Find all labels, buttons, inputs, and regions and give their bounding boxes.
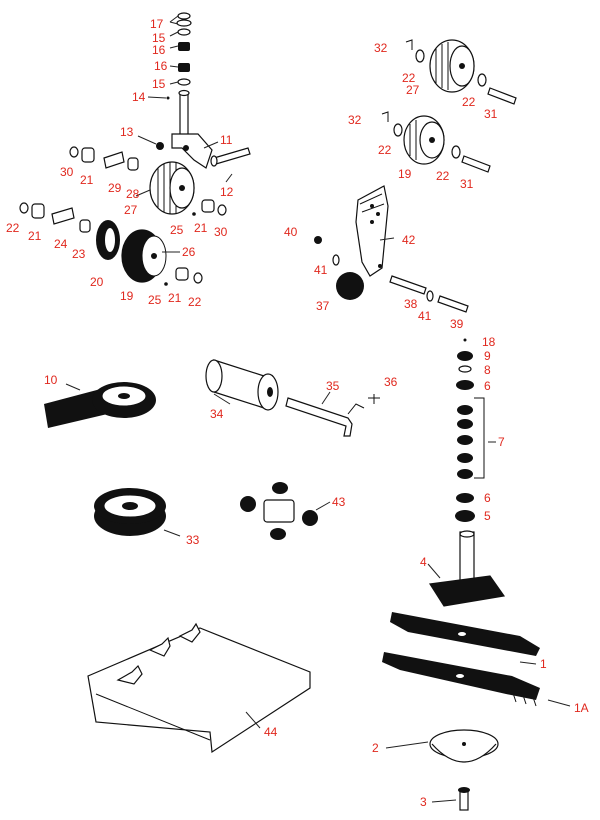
callout-20: 20 <box>90 275 104 289</box>
callout-21: 21 <box>194 221 208 235</box>
callout-21: 21 <box>168 291 182 305</box>
callout-14: 14 <box>132 90 146 104</box>
callout-27: 27 <box>124 203 138 217</box>
callout-16: 16 <box>152 43 166 57</box>
callout-27: 27 <box>406 83 420 97</box>
callout-23: 23 <box>72 247 86 261</box>
callout-8: 8 <box>484 363 491 377</box>
drive-pulley <box>94 488 166 536</box>
callout-32: 32 <box>348 113 362 127</box>
callout-35: 35 <box>326 379 340 393</box>
blade-cup-and-bolt <box>429 729 499 811</box>
callout-36: 36 <box>384 375 398 389</box>
callout-41: 41 <box>314 263 328 277</box>
callout-19: 19 <box>398 167 412 181</box>
callout-31: 31 <box>484 107 498 121</box>
callout-42: 42 <box>402 233 416 247</box>
blade-assembly <box>382 612 540 707</box>
callout-2: 2 <box>372 741 379 755</box>
callout-10: 10 <box>44 373 58 387</box>
callout-3: 3 <box>420 795 427 809</box>
callout-labels: 17 15 16 16 15 14 13 11 30 21 29 28 27 1… <box>6 17 589 809</box>
callout-30: 30 <box>214 225 228 239</box>
callout-11: 11 <box>220 133 233 147</box>
callout-34: 34 <box>210 407 224 421</box>
callout-26: 26 <box>182 245 196 259</box>
callout-15: 15 <box>152 31 166 45</box>
callout-43: 43 <box>332 495 346 509</box>
callout-16: 16 <box>154 59 168 73</box>
callout-1: 1 <box>540 657 547 671</box>
callout-29: 29 <box>108 181 122 195</box>
callout-6: 6 <box>484 379 491 393</box>
callout-40: 40 <box>284 225 298 239</box>
callout-1A: 1A <box>574 701 589 715</box>
spindle-bearing-stack <box>428 338 506 607</box>
callout-24: 24 <box>54 237 68 251</box>
callout-21: 21 <box>80 173 94 187</box>
roller-bracket-assembly <box>314 185 469 313</box>
callout-12: 12 <box>220 185 234 199</box>
leader-lines <box>65 15 571 803</box>
callout-37: 37 <box>316 299 330 313</box>
caster-wheel-assembly-left <box>19 12 251 286</box>
callout-17: 17 <box>150 17 164 31</box>
callout-5: 5 <box>484 509 491 523</box>
callout-38: 38 <box>404 297 418 311</box>
callout-18: 18 <box>482 335 496 349</box>
callout-39: 39 <box>450 317 464 331</box>
callout-28: 28 <box>126 187 140 201</box>
callout-4: 4 <box>420 555 427 569</box>
callout-41: 41 <box>418 309 432 323</box>
callout-22: 22 <box>402 71 416 85</box>
callout-15: 15 <box>152 77 166 91</box>
callout-22: 22 <box>6 221 20 235</box>
callout-19: 19 <box>120 289 134 303</box>
callout-22: 22 <box>378 143 392 157</box>
callout-13: 13 <box>120 125 134 139</box>
callout-30: 30 <box>60 165 74 179</box>
callout-44: 44 <box>264 725 278 739</box>
callout-22: 22 <box>436 169 450 183</box>
roller-and-rod <box>205 359 380 437</box>
callout-25: 25 <box>148 293 162 307</box>
callout-31: 31 <box>460 177 474 191</box>
callout-32: 32 <box>374 41 388 55</box>
callout-9: 9 <box>484 349 491 363</box>
callout-22: 22 <box>188 295 202 309</box>
callout-7: 7 <box>498 435 505 449</box>
callout-25: 25 <box>170 223 184 237</box>
callout-6: 6 <box>484 491 491 505</box>
belt-and-pulley <box>44 382 156 428</box>
callout-21: 21 <box>28 229 42 243</box>
deck-wheel-assembly-right <box>381 39 517 173</box>
callout-33: 33 <box>186 533 200 547</box>
universal-joint <box>240 482 318 540</box>
callout-22: 22 <box>462 95 476 109</box>
